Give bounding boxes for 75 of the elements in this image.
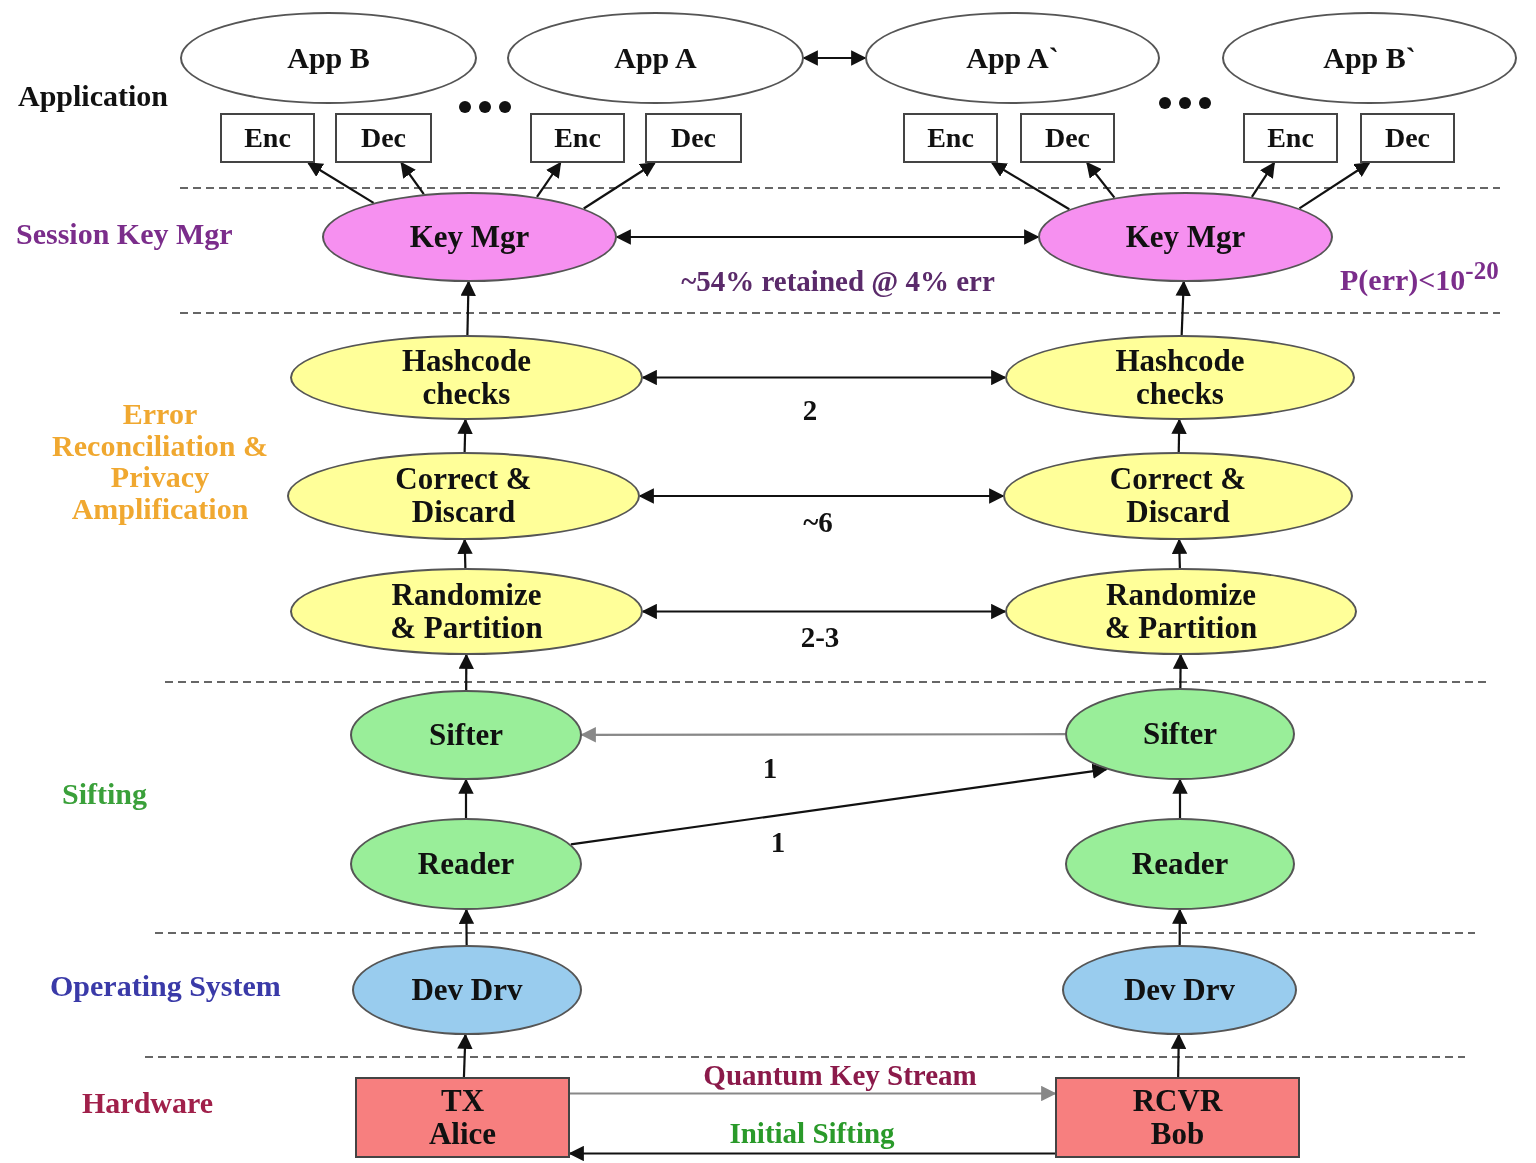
arrow xyxy=(1298,162,1371,210)
node-label: Dec xyxy=(1044,123,1091,153)
node-label: App B` xyxy=(1323,42,1416,74)
arrow xyxy=(638,488,1005,504)
arrow xyxy=(458,778,474,818)
arrow xyxy=(1171,538,1188,569)
layer-label: Application xyxy=(18,80,169,112)
layer-label: Session Key Mgr xyxy=(16,218,233,250)
arrow xyxy=(307,162,375,204)
node-label: Enc xyxy=(244,123,291,153)
module-box xyxy=(1020,113,1115,163)
arrow xyxy=(400,161,425,195)
layer-label: Error Reconciliation & Privacy Amplification xyxy=(51,398,269,524)
hardware-box xyxy=(355,1077,570,1158)
node-label: Dev Drv xyxy=(1123,973,1235,1007)
node-label: Dev Drv xyxy=(411,973,523,1007)
arrow xyxy=(1170,1033,1187,1077)
module-box xyxy=(645,113,742,163)
hardware-box xyxy=(1055,1077,1300,1158)
node-label: Key Mgr xyxy=(409,220,530,254)
module-box xyxy=(903,113,998,163)
arrow xyxy=(1086,161,1116,199)
node-label: Sifter xyxy=(1143,717,1217,751)
arrow xyxy=(580,727,1065,743)
arrow xyxy=(457,418,473,453)
node-label: Dec xyxy=(670,123,717,153)
node-label: Correct & Discard xyxy=(1108,463,1248,529)
arrow xyxy=(460,280,476,336)
arrow xyxy=(641,369,1007,386)
node-label: Enc xyxy=(554,123,601,153)
arrow xyxy=(1172,908,1188,945)
node-label: Randomize & Partition xyxy=(1103,578,1259,645)
arrow xyxy=(570,1085,1057,1102)
arrow xyxy=(536,161,562,198)
node-label: Correct & Discard xyxy=(394,463,533,529)
node-label: App A` xyxy=(966,42,1059,74)
module-box xyxy=(1360,113,1455,163)
node-label: Key Mgr xyxy=(1125,220,1246,254)
arrow xyxy=(802,50,867,66)
node-label: Enc xyxy=(1267,123,1314,153)
node-label: Reader xyxy=(417,847,515,881)
node-label: App B xyxy=(287,42,370,74)
arrow xyxy=(458,653,474,690)
module-box xyxy=(1243,113,1338,163)
module-box xyxy=(220,113,315,163)
node-label: Dec xyxy=(360,123,407,153)
node-label: Hashcode checks xyxy=(1114,344,1246,411)
arrow xyxy=(615,229,1040,245)
arrow xyxy=(1172,653,1189,688)
node-label: App A xyxy=(614,42,697,74)
layer-label: Hardware xyxy=(82,1087,214,1119)
arrow xyxy=(641,603,1007,620)
arrow xyxy=(570,763,1108,846)
module-box xyxy=(335,113,432,163)
annotation: P(err)<10$^{-20}$ xyxy=(1340,258,1499,296)
layer-label: Operating System xyxy=(50,970,281,1002)
arrow xyxy=(1250,161,1275,198)
arrow xyxy=(458,908,475,945)
arrow xyxy=(1171,418,1187,452)
node-label: Reader xyxy=(1131,847,1229,881)
arrow xyxy=(457,538,473,569)
arrow xyxy=(583,162,656,210)
arrow xyxy=(457,1033,473,1078)
node-label: Dec xyxy=(1384,123,1431,153)
arrow xyxy=(990,162,1070,211)
layer-label: Sifting xyxy=(62,778,148,810)
node-label: Randomize & Partition xyxy=(389,578,544,645)
node-label: TX Alice xyxy=(427,1084,498,1151)
module-box xyxy=(530,113,625,163)
arrow xyxy=(1175,280,1191,336)
arrow xyxy=(1172,778,1188,818)
node-label: Hashcode checks xyxy=(400,344,533,411)
node-label: Enc xyxy=(927,123,974,153)
node-label: Sifter xyxy=(429,718,503,752)
node-label: RCVR Bob xyxy=(1131,1084,1224,1151)
